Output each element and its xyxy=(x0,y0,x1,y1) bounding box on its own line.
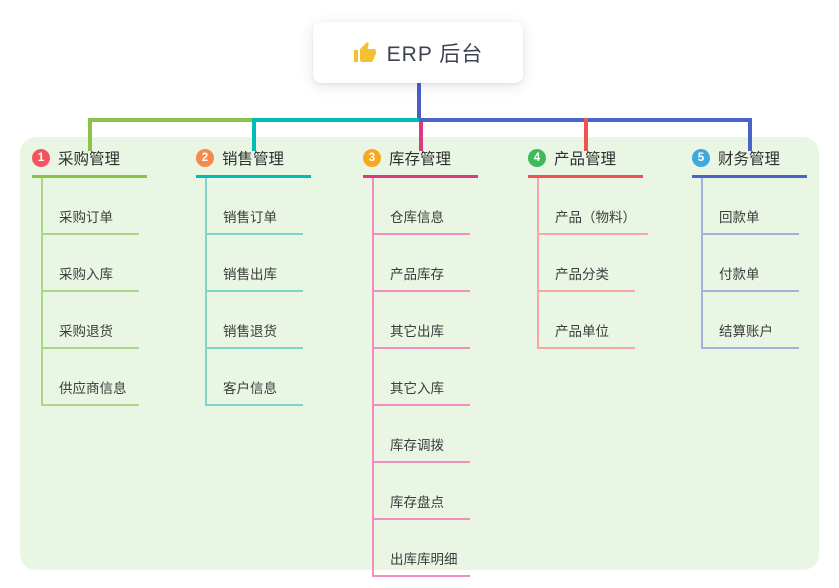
branch-children: 回款单付款单结算账户 xyxy=(701,178,807,349)
child-node-label: 产品（物料） xyxy=(555,210,636,225)
child-node[interactable]: 产品（物料） xyxy=(539,178,648,235)
child-node-label: 客户信息 xyxy=(223,381,277,396)
child-node-label: 销售出库 xyxy=(223,267,277,282)
branch-title-4[interactable]: 4 产品管理 xyxy=(528,147,643,178)
branch-title-label: 库存管理 xyxy=(389,151,452,168)
child-node-label: 采购退货 xyxy=(59,324,113,339)
child-node-label: 仓库信息 xyxy=(390,210,444,225)
child-node-label: 其它入库 xyxy=(390,381,444,396)
child-node-label: 产品分类 xyxy=(555,267,609,282)
branch-title-label: 产品管理 xyxy=(554,151,617,168)
child-node[interactable]: 库存调拨 xyxy=(374,406,470,463)
branch-title-5[interactable]: 5 财务管理 xyxy=(692,147,807,178)
child-node-label: 产品单位 xyxy=(555,324,609,339)
connector-drop-branch-3 xyxy=(419,122,423,151)
branch-children: 仓库信息产品库存其它出库其它入库库存调拨库存盘点出库库明细 xyxy=(372,178,478,577)
child-node[interactable]: 采购订单 xyxy=(43,178,139,235)
connector-root-drop xyxy=(417,83,421,122)
connector-bus-middle xyxy=(254,118,419,122)
child-node[interactable]: 销售退货 xyxy=(207,292,303,349)
branch-number-badge: 2 xyxy=(196,149,214,167)
root-node-label: ERP 后台 xyxy=(386,42,484,66)
branch-children: 销售订单销售出库销售退货客户信息 xyxy=(205,178,311,406)
branch-title-label: 财务管理 xyxy=(718,151,781,168)
branch-title-label: 采购管理 xyxy=(58,151,121,168)
branch-title-2[interactable]: 2 销售管理 xyxy=(196,147,311,178)
connector-drop-branch-2 xyxy=(252,118,256,151)
child-node-label: 产品库存 xyxy=(390,267,444,282)
child-node[interactable]: 其它出库 xyxy=(374,292,470,349)
branch-number-badge: 4 xyxy=(528,149,546,167)
child-node-label: 结算账户 xyxy=(719,324,773,339)
child-node-label: 采购订单 xyxy=(59,210,113,225)
branch-2: 2 销售管理销售订单销售出库销售退货客户信息 xyxy=(196,147,311,406)
child-node[interactable]: 产品库存 xyxy=(374,235,470,292)
child-node[interactable]: 产品单位 xyxy=(539,292,635,349)
child-node[interactable]: 出库库明细 xyxy=(374,520,470,577)
child-node-label: 库存盘点 xyxy=(390,495,444,510)
child-node[interactable]: 供应商信息 xyxy=(43,349,139,406)
branch-title-1[interactable]: 1 采购管理 xyxy=(32,147,147,178)
child-node[interactable]: 销售订单 xyxy=(207,178,303,235)
child-node[interactable]: 结算账户 xyxy=(703,292,799,349)
child-node[interactable]: 销售出库 xyxy=(207,235,303,292)
thumbs-up-icon xyxy=(353,41,376,62)
child-node[interactable]: 回款单 xyxy=(703,178,799,235)
child-node[interactable]: 付款单 xyxy=(703,235,799,292)
branch-5: 5 财务管理回款单付款单结算账户 xyxy=(692,147,807,349)
branch-number-badge: 3 xyxy=(363,149,381,167)
child-node-label: 其它出库 xyxy=(390,324,444,339)
child-node-label: 库存调拨 xyxy=(390,438,444,453)
branch-1: 1 采购管理采购订单采购入库采购退货供应商信息 xyxy=(32,147,147,406)
branch-children: 产品（物料） 产品分类产品单位 xyxy=(537,178,648,349)
child-node-label: 采购入库 xyxy=(59,267,113,282)
child-node[interactable]: 产品分类 xyxy=(539,235,635,292)
connector-drop-branch-5 xyxy=(748,118,752,151)
branch-number-badge: 1 xyxy=(32,149,50,167)
branch-title-3[interactable]: 3 库存管理 xyxy=(363,147,478,178)
child-node[interactable]: 采购入库 xyxy=(43,235,139,292)
child-node-label: 供应商信息 xyxy=(59,381,127,396)
branch-3: 3 库存管理仓库信息产品库存其它出库其它入库库存调拨库存盘点出库库明细 xyxy=(363,147,478,577)
branch-4: 4 产品管理产品（物料） 产品分类产品单位 xyxy=(528,147,648,349)
branch-title-label: 销售管理 xyxy=(222,151,285,168)
child-node-label: 付款单 xyxy=(719,267,760,282)
branch-children: 采购订单采购入库采购退货供应商信息 xyxy=(41,178,147,406)
child-node[interactable]: 采购退货 xyxy=(43,292,139,349)
connector-bus-left xyxy=(88,118,254,122)
child-node[interactable]: 库存盘点 xyxy=(374,463,470,520)
child-node[interactable]: 其它入库 xyxy=(374,349,470,406)
branch-number-badge: 5 xyxy=(692,149,710,167)
branches-background-panel xyxy=(20,137,819,570)
connector-drop-branch-4 xyxy=(584,118,588,151)
root-node-erp[interactable]: ERP 后台 xyxy=(313,22,523,83)
child-node-label: 销售订单 xyxy=(223,210,277,225)
child-node-label: 出库库明细 xyxy=(390,552,458,567)
child-node-label: 销售退货 xyxy=(223,324,277,339)
connector-drop-branch-1 xyxy=(88,118,92,151)
child-node[interactable]: 客户信息 xyxy=(207,349,303,406)
child-node-label: 回款单 xyxy=(719,210,760,225)
child-node[interactable]: 仓库信息 xyxy=(374,178,470,235)
